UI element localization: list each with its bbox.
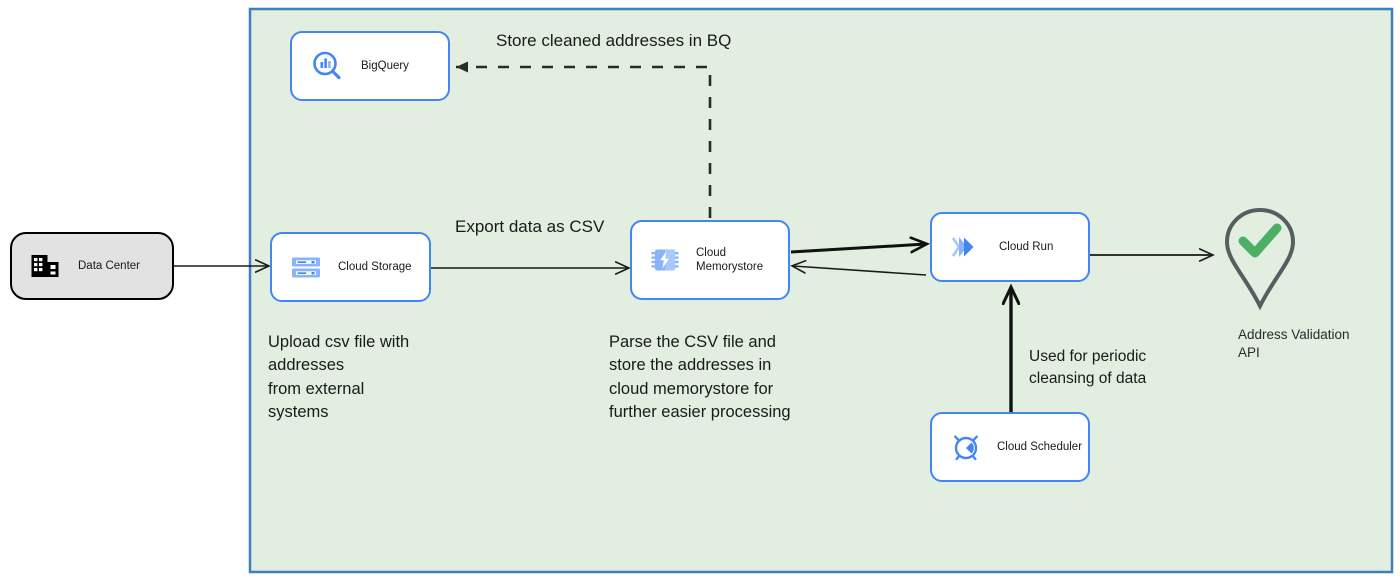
cloud-storage-icon [290,251,322,283]
map-pin-check-icon [1224,207,1296,311]
cloud-run-icon [948,230,982,264]
node-cloud-memorystore[interactable]: Cloud Memorystore [630,220,790,300]
node-address-validation-api[interactable] [1220,206,1300,311]
caption-upload-csv: Upload csv file with addresses from exte… [268,333,410,422]
edge-label-store-cleaned: Store cleaned addresses in BQ [496,31,732,50]
node-label-cloud-memorystore: Cloud Memorystore [696,246,764,273]
node-label-cloud-storage: Cloud Storage [338,260,412,273]
caption-parse-csv: Parse the CSV file and store the address… [609,333,791,422]
cloud-scheduler-icon [950,431,982,463]
node-cloud-scheduler[interactable]: Cloud Scheduler [930,412,1090,482]
node-data-center[interactable]: Data Center [10,232,174,300]
node-label-bigquery: BigQuery [361,59,409,72]
caption-scheduler: Used for periodic cleansing of data [1029,348,1147,387]
node-cloud-run[interactable]: Cloud Run [930,212,1090,282]
bigquery-icon [310,49,344,83]
node-cloud-storage[interactable]: Cloud Storage [270,232,431,302]
cloud-memorystore-icon [649,244,681,276]
edge-memorystore-to-bigquery [456,61,712,218]
node-label-cloud-scheduler: Cloud Scheduler [997,440,1083,453]
office-building-icon [30,251,60,281]
edge-cloudrun-to-memorystore [793,266,927,276]
node-label-data-center: Data Center [78,260,141,272]
edge-memorystore-to-cloudrun [790,244,926,254]
google-cloud-boundary [248,7,1394,574]
node-label-address-validation-api: Address Validation API [1238,327,1350,361]
node-label-cloud-run: Cloud Run [999,240,1054,253]
node-bigquery[interactable]: BigQuery [290,31,450,101]
edge-label-export-csv: Export data as CSV [455,217,605,236]
